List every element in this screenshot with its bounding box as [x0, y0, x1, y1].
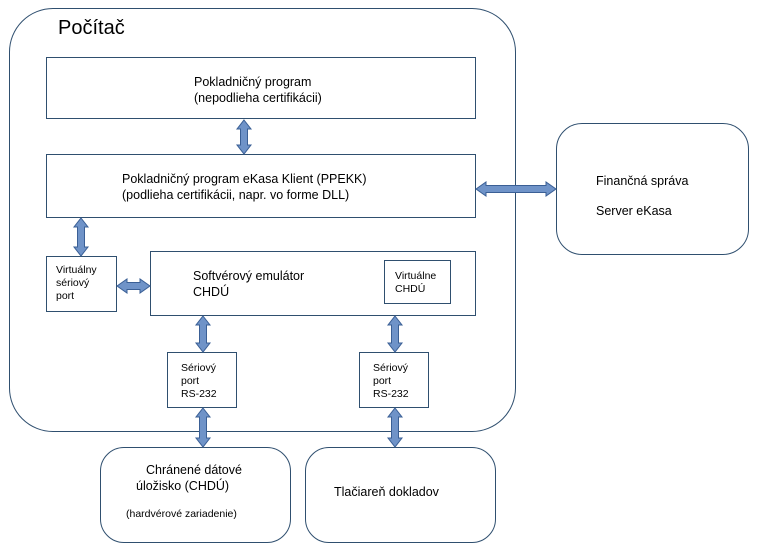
printer-title: Tlačiareň dokladov: [334, 485, 439, 499]
computer-title: Počítač: [58, 17, 125, 39]
arrow-serial-left-to-chdu: [194, 407, 212, 448]
arrow-virtual-port-to-emulator: [116, 278, 151, 294]
ppekk-note: (podlieha certifikácii, napr. vo forme D…: [122, 188, 350, 202]
ppekk-title: Pokladničný program eKasa Klient (PPEKK): [122, 172, 367, 186]
arrow-ppekk-to-financna-sprava: [475, 181, 557, 197]
virtual-chdu-box: [384, 260, 451, 304]
virtual-chdu-line1: Virtuálne: [395, 270, 437, 282]
virtual-serial-port-line1: Virtuálny: [56, 264, 97, 276]
serial-port-right-line3: RS-232: [373, 388, 409, 400]
virtual-serial-port-line2: sériový: [56, 277, 90, 289]
arrow-emulator-to-serial-left: [194, 315, 212, 353]
ppekk-box: [46, 154, 476, 218]
chdu-storage-title: Chránené dátové: [146, 463, 242, 477]
financna-sprava-box: [556, 123, 749, 255]
emulator-title: Softvérový emulátor: [193, 269, 305, 283]
serial-port-left-line1: Sériový: [181, 362, 217, 374]
virtual-serial-port-box: [46, 256, 117, 312]
printer-box: [305, 447, 496, 543]
chdu-storage-note: (hardvérové zariadenie): [126, 508, 237, 520]
arrow-serial-right-to-printer: [386, 407, 404, 448]
pos-program-title: Pokladničný program: [194, 75, 312, 89]
serial-port-left-line2: port: [181, 375, 200, 387]
virtual-serial-port-line3: port: [56, 290, 75, 302]
chdu-storage-subtitle: úložisko (CHDÚ): [136, 479, 230, 493]
serial-port-right-line2: port: [373, 375, 392, 387]
arrow-ppekk-to-virtual-port: [72, 217, 90, 257]
arrow-emulator-to-serial-right: [386, 315, 404, 353]
chdu-storage-box: [100, 447, 291, 543]
virtual-chdu-line2: CHDÚ: [395, 283, 426, 295]
server-ekasa-label: Server eKasa: [596, 204, 672, 218]
emulator-subtitle: CHDÚ: [193, 285, 230, 299]
serial-port-right-box: [359, 352, 429, 408]
pos-program-box: [46, 57, 476, 119]
financna-sprava-title: Finančná správa: [596, 174, 689, 188]
serial-port-left-box: [167, 352, 237, 408]
arrow-pos-program-to-ppekk: [235, 119, 253, 155]
serial-port-right-line1: Sériový: [373, 362, 409, 374]
pos-program-note: (nepodlieha certifikácii): [194, 91, 322, 105]
serial-port-left-line3: RS-232: [181, 388, 217, 400]
